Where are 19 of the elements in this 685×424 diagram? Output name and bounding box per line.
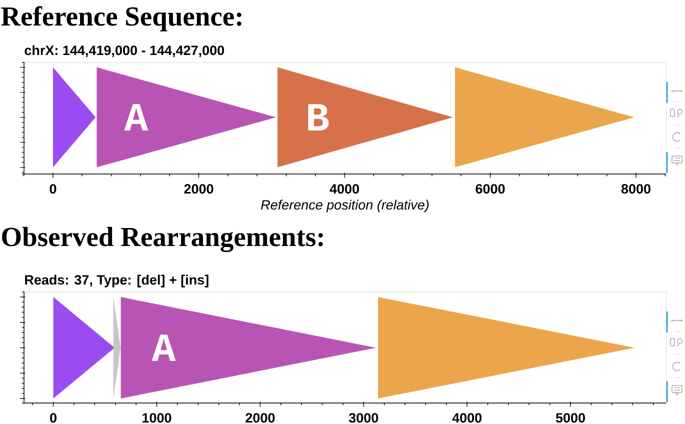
heading: Observed Rearrangements: (2, 226, 323, 252)
tick-label: 5000 (556, 413, 585, 423)
tick-label: 0 (50, 413, 57, 423)
axis-title: Reference position (relative) (261, 200, 429, 212)
triangle (53, 297, 115, 398)
tick-label: 0 (50, 184, 56, 194)
triangle (378, 297, 635, 398)
plot-title: chrX: 144,419,000 - 144,427,000 (24, 45, 224, 58)
triangle: A (96, 67, 276, 168)
heading: Reference Sequence: (1, 6, 242, 32)
triangle: A (120, 297, 376, 398)
triangle (53, 67, 96, 168)
tick-label: 6000 (476, 184, 505, 194)
tick-label: 3000 (348, 413, 378, 423)
triangle (113, 297, 121, 398)
tick-label: 1000 (142, 413, 172, 423)
triangle: B (278, 67, 453, 168)
plot-title: Reads: 37, Type: [del] + [ins] (25, 274, 208, 288)
triangle (455, 67, 634, 168)
